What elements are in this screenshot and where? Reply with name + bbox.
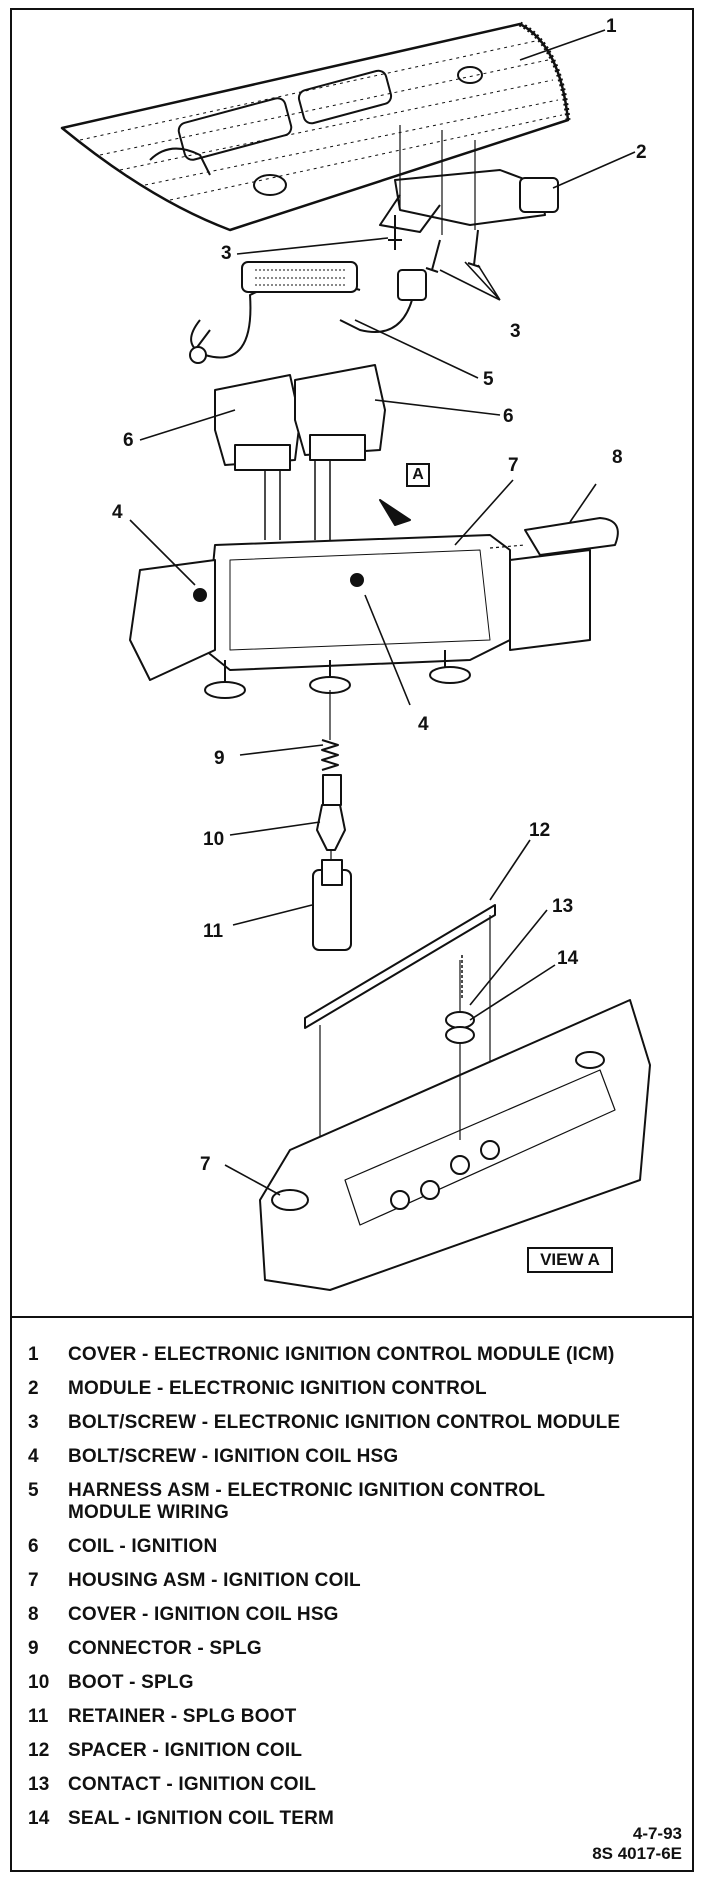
legend-description: BOOT - SPLG — [68, 1672, 194, 1693]
legend-item: 11 RETAINER - SPLG BOOT — [28, 1706, 668, 1728]
legend-number: 9 — [28, 1638, 39, 1659]
view-a-tag: A — [406, 463, 430, 487]
callout-4a: 4 — [112, 502, 123, 523]
callout-1: 1 — [606, 16, 617, 37]
icm-bolts — [388, 125, 481, 273]
callout-4b: 4 — [418, 714, 429, 735]
view-a-detail — [259, 904, 651, 1291]
parts-legend: 1 COVER - ELECTRONIC IGNITION CONTROL MOD… — [28, 1344, 668, 1842]
legend-item: 14 SEAL - IGNITION COIL TERM — [28, 1808, 668, 1830]
legend-item: 7 HOUSING ASM - IGNITION COIL — [28, 1570, 668, 1592]
legend-number: 11 — [28, 1706, 49, 1727]
legend-description: HOUSING ASM - IGNITION COIL — [68, 1570, 361, 1591]
legend-description: RETAINER - SPLG BOOT — [68, 1706, 297, 1727]
legend-item: 2 MODULE - ELECTRONIC IGNITION CONTROL — [28, 1378, 668, 1400]
callout-leaders — [129, 29, 636, 1196]
callout-12: 12 — [529, 820, 550, 841]
legend-number: 13 — [28, 1774, 50, 1795]
spark-plug-parts — [312, 690, 352, 951]
callout-13: 13 — [552, 896, 573, 917]
callout-6a: 6 — [123, 430, 134, 451]
callout-numbers: 1 2 3 3 4 4 5 6 6 7 7 8 9 10 11 12 13 14 — [112, 16, 647, 1175]
callout-3a: 3 — [221, 243, 232, 264]
callout-9: 9 — [214, 748, 225, 769]
legend-description: COIL - IGNITION — [68, 1536, 218, 1557]
coil-housing-cover — [489, 517, 619, 556]
legend-number: 1 — [28, 1344, 39, 1365]
legend-description: BOLT/SCREW - ELECTRONIC IGNITION CONTROL… — [68, 1412, 621, 1433]
legend-number: 8 — [28, 1604, 39, 1625]
legend-number: 4 — [28, 1446, 39, 1467]
view-a-label: VIEW A — [527, 1247, 613, 1273]
legend-divider — [10, 1316, 694, 1318]
legend-description: BOLT/SCREW - IGNITION COIL HSG — [68, 1446, 399, 1467]
legend-item: 4 BOLT/SCREW - IGNITION COIL HSG — [28, 1446, 668, 1468]
legend-description: MODULE - ELECTRONIC IGNITION CONTROL — [68, 1378, 487, 1399]
callout-8: 8 — [612, 447, 623, 468]
callout-10: 10 — [203, 829, 224, 850]
legend-item: 12 SPACER - IGNITION COIL — [28, 1740, 668, 1762]
legend-number: 5 — [28, 1480, 39, 1501]
view-a-arrow — [379, 499, 411, 526]
legend-number: 2 — [28, 1378, 39, 1399]
legend-number: 7 — [28, 1570, 39, 1591]
icm-cover — [60, 21, 571, 232]
exploded-view-illustration: 1 2 3 3 4 4 5 6 6 7 7 8 9 10 11 12 13 14 — [60, 16, 651, 1291]
callout-3b: 3 — [510, 321, 521, 342]
ecm-wiring-harness — [189, 261, 427, 364]
callout-14: 14 — [557, 948, 579, 969]
ignition-coils — [214, 364, 386, 540]
legend-item: 13 CONTACT - IGNITION COIL — [28, 1774, 668, 1796]
legend-item: 8 COVER - IGNITION COIL HSG — [28, 1604, 668, 1626]
ignition-coil-housing — [129, 534, 591, 699]
callout-6b: 6 — [503, 406, 514, 427]
legend-item: 10 BOOT - SPLG — [28, 1672, 668, 1694]
legend-description: CONTACT - IGNITION COIL — [68, 1774, 317, 1795]
callout-2: 2 — [636, 142, 647, 163]
legend-description: HARNESS ASM - ELECTRONIC IGNITION CONTRO… — [68, 1480, 546, 1523]
callout-7b: 7 — [200, 1154, 211, 1175]
legend-description: CONNECTOR - SPLG — [68, 1638, 262, 1659]
callout-7a: 7 — [508, 455, 519, 476]
callout-11: 11 — [203, 921, 224, 942]
legend-description: COVER - IGNITION COIL HSG — [68, 1604, 339, 1625]
legend-item: 9 CONNECTOR - SPLG — [28, 1638, 668, 1660]
legend-number: 10 — [28, 1672, 50, 1693]
diagram-footer: 4-7-93 8S 4017-6E — [592, 1824, 682, 1864]
legend-item: 6 COIL - IGNITION — [28, 1536, 668, 1558]
legend-number: 3 — [28, 1412, 39, 1433]
legend-description: SPACER - IGNITION COIL — [68, 1740, 303, 1761]
legend-number: 14 — [28, 1808, 50, 1829]
legend-item: 5 HARNESS ASM - ELECTRONIC IGNITION CONTR… — [28, 1480, 668, 1524]
legend-description: SEAL - IGNITION COIL TERM — [68, 1808, 335, 1829]
legend-number: 12 — [28, 1740, 50, 1761]
icm-module — [379, 169, 559, 233]
legend-number: 6 — [28, 1536, 39, 1557]
diagram-frame — [10, 8, 694, 1872]
legend-description: COVER - ELECTRONIC IGNITION CONTROL MODU… — [68, 1344, 615, 1365]
callout-5: 5 — [483, 369, 494, 390]
footer-code: 8S 4017-6E — [592, 1844, 682, 1863]
legend-item: 1 COVER - ELECTRONIC IGNITION CONTROL MOD… — [28, 1344, 668, 1366]
footer-date: 4-7-93 — [632, 1824, 682, 1843]
legend-item: 3 BOLT/SCREW - ELECTRONIC IGNITION CONTRO… — [28, 1412, 668, 1434]
